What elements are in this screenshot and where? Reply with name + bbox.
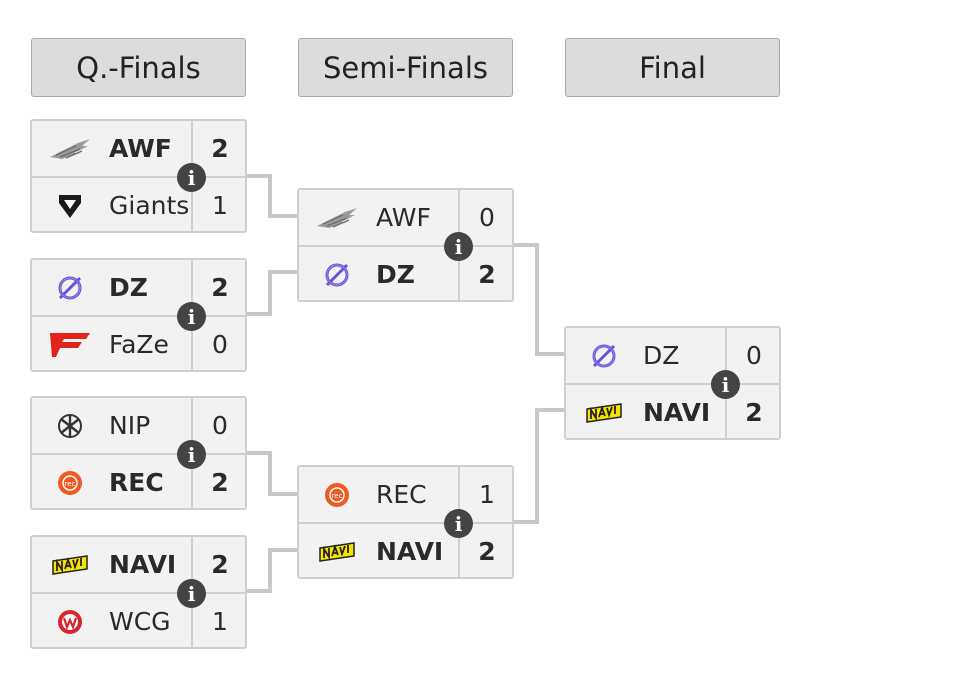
navi-logo-icon: [48, 547, 92, 583]
match-divider: [32, 453, 245, 455]
team-row[interactable]: DZ 0: [566, 328, 779, 383]
team-row[interactable]: Giants 1: [32, 178, 245, 233]
team-row[interactable]: AWF 2: [32, 121, 245, 176]
match-divider: [566, 383, 779, 385]
wcg-logo-icon: [48, 604, 92, 640]
team-name: WCG: [109, 607, 171, 636]
team-score: 2: [478, 537, 496, 566]
round-header-semifinals: Semi-Finals: [298, 38, 513, 97]
team-name: REC: [376, 480, 427, 509]
team-name: AWF: [376, 203, 431, 232]
nip-logo-icon: [48, 408, 92, 444]
team-name: DZ: [376, 260, 415, 289]
match-info-icon[interactable]: i: [177, 440, 206, 469]
team-name: NAVI: [643, 398, 711, 427]
match-divider: [32, 315, 245, 317]
round-header-quarterfinals: Q.-Finals: [31, 38, 246, 97]
team-score: 1: [479, 480, 495, 509]
team-row[interactable]: NAVI 2: [32, 537, 245, 592]
team-row[interactable]: NIP 0: [32, 398, 245, 453]
giants-logo-icon: [48, 188, 92, 224]
team-score: 2: [211, 550, 229, 579]
round-header-final: Final: [565, 38, 780, 97]
team-score: 0: [212, 330, 228, 359]
team-name: REC: [109, 468, 164, 497]
match-divider: [299, 522, 512, 524]
team-name: NAVI: [109, 550, 177, 579]
team-score: 0: [479, 203, 495, 232]
team-row[interactable]: rec REC 1: [299, 467, 512, 522]
team-score: 0: [212, 411, 228, 440]
team-name: NAVI: [376, 537, 444, 566]
navi-logo-icon: [315, 534, 359, 570]
team-row[interactable]: rec REC 2: [32, 455, 245, 510]
team-score: 0: [746, 341, 762, 370]
svg-text:rec: rec: [65, 480, 76, 488]
team-name: AWF: [109, 134, 172, 163]
rec-logo-icon: rec: [315, 477, 359, 513]
team-row[interactable]: DZ 2: [32, 260, 245, 315]
team-score: 2: [211, 273, 229, 302]
match-divider: [299, 245, 512, 247]
team-row[interactable]: AWF 0: [299, 190, 512, 245]
dz-logo-icon: [315, 257, 359, 293]
team-score: 2: [745, 398, 763, 427]
team-score: 2: [211, 468, 229, 497]
team-name: Giants: [109, 191, 190, 220]
team-name: NIP: [109, 411, 151, 440]
team-name: DZ: [109, 273, 148, 302]
dz-logo-icon: [582, 338, 626, 374]
match-info-icon[interactable]: i: [177, 579, 206, 608]
match-info-icon[interactable]: i: [444, 509, 473, 538]
team-row[interactable]: FaZe 0: [32, 317, 245, 372]
match-info-icon[interactable]: i: [711, 370, 740, 399]
awf-logo-icon: [48, 131, 92, 167]
rec-logo-icon: rec: [48, 465, 92, 501]
svg-text:rec: rec: [332, 492, 343, 500]
team-row[interactable]: WCG 1: [32, 594, 245, 649]
team-score: 1: [212, 607, 228, 636]
navi-logo-icon: [582, 395, 626, 431]
match-info-icon[interactable]: i: [177, 302, 206, 331]
awf-logo-icon: [315, 200, 359, 236]
team-row[interactable]: NAVI 2: [566, 385, 779, 440]
team-score: 2: [211, 134, 229, 163]
dz-logo-icon: [48, 270, 92, 306]
match-info-icon[interactable]: i: [444, 232, 473, 261]
team-score: 1: [212, 191, 228, 220]
match-divider: [32, 176, 245, 178]
match-info-icon[interactable]: i: [177, 163, 206, 192]
team-name: DZ: [643, 341, 680, 370]
match-divider: [32, 592, 245, 594]
team-row[interactable]: DZ 2: [299, 247, 512, 302]
team-name: FaZe: [109, 330, 169, 359]
team-row[interactable]: NAVI 2: [299, 524, 512, 579]
team-score: 2: [478, 260, 496, 289]
faze-logo-icon: [48, 327, 92, 363]
